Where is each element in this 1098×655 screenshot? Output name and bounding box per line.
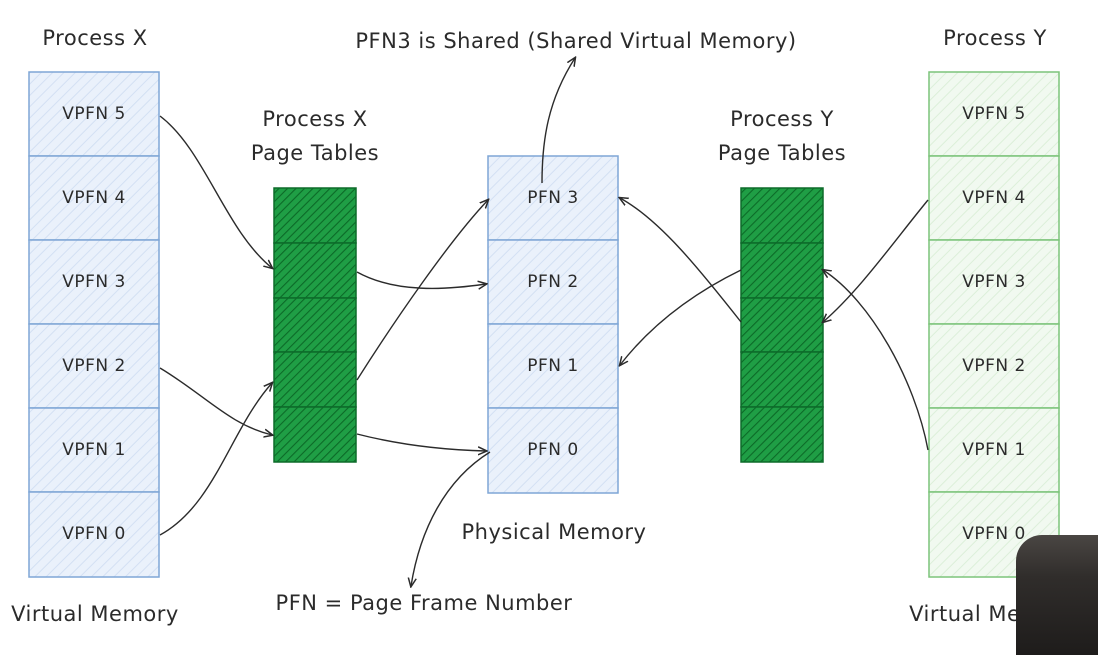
process-x-page-cell xyxy=(28,239,160,325)
process-y-page-label: VPFN 5 xyxy=(962,104,1026,124)
arrow-pfn3-to-shared-note xyxy=(541,58,575,184)
mapping-arrows xyxy=(159,58,929,586)
process-x-page-label: VPFN 0 xyxy=(62,524,126,544)
process-x-virtual-memory-label: Virtual Memory xyxy=(11,602,179,626)
process-y-virtual-memory xyxy=(928,71,1060,578)
arrow-y-pte-to-pfn1 xyxy=(620,269,742,365)
physical-frame-label: PFN 3 xyxy=(527,188,579,208)
arrow-pfn0-to-pfn-note xyxy=(411,451,491,586)
process-y-page-cell xyxy=(928,407,1060,493)
page-table-entry xyxy=(740,406,824,463)
physical-memory-column xyxy=(487,155,619,494)
process-x-page-cell xyxy=(28,491,160,578)
process-y-page-label: VPFN 4 xyxy=(962,188,1026,208)
physical-frame-label: PFN 2 xyxy=(527,272,579,292)
pfn-legend-note: PFN = Page Frame Number xyxy=(275,591,573,615)
process-x-virtual-memory xyxy=(28,71,160,578)
process-x-page-label: VPFN 1 xyxy=(62,440,126,460)
corner-overlay-object xyxy=(1016,535,1098,655)
process-x-page-label: VPFN 3 xyxy=(62,272,126,292)
arrow-y-vpfn4-to-pte xyxy=(823,199,929,322)
arrow-vpfn0-to-pte xyxy=(159,383,272,536)
page-table-entry xyxy=(273,406,357,463)
process-y-page-label: VPFN 0 xyxy=(962,524,1026,544)
page-table-entry xyxy=(273,297,357,353)
shared-note: PFN3 is Shared (Shared Virtual Memory) xyxy=(355,29,797,53)
page-table-entry xyxy=(273,187,357,244)
physical-frame-cell xyxy=(487,323,619,409)
arrow-y-vpfn1-to-pte xyxy=(823,270,929,451)
process-y-page-tables-title-line2: Page Tables xyxy=(717,141,847,165)
physical-frame-label: PFN 0 xyxy=(527,440,579,460)
physical-memory-title: Physical Memory xyxy=(461,520,647,544)
process-x-page-tables-title-line2: Page Tables xyxy=(250,141,380,165)
process-y-page-label: VPFN 1 xyxy=(962,440,1026,460)
process-x-page-label: VPFN 2 xyxy=(62,356,126,376)
arrow-pte-to-pfn2 xyxy=(356,271,486,288)
process-x-page-cell xyxy=(28,71,160,157)
process-y-page-cell xyxy=(928,323,1060,409)
physical-frame-cell xyxy=(487,239,619,325)
page-table-entry xyxy=(740,351,824,408)
process-y-page-tables-title-line1: Process Y xyxy=(730,107,834,131)
arrow-pte-to-pfn3 xyxy=(356,200,488,381)
process-x-page-cell xyxy=(28,323,160,409)
page-table-entry xyxy=(273,351,357,408)
process-y-page-label: VPFN 3 xyxy=(962,272,1026,292)
arrow-vpfn5-to-pte xyxy=(159,115,272,268)
page-table-entry xyxy=(740,187,824,244)
page-table-entry xyxy=(740,242,824,299)
process-x-page-label: VPFN 4 xyxy=(62,188,126,208)
process-y-page-label: VPFN 2 xyxy=(962,356,1026,376)
process-y-page-table xyxy=(740,187,824,463)
arrow-vpfn2-to-pte xyxy=(159,367,272,435)
page-table-entry xyxy=(740,297,824,353)
process-x-title: Process X xyxy=(42,26,148,50)
process-y-page-cell xyxy=(928,155,1060,241)
arrow-pte-to-pfn0 xyxy=(356,433,486,451)
process-x-page-table xyxy=(273,187,357,463)
process-y-title: Process Y xyxy=(943,26,1047,50)
arrow-y-pte-to-pfn3 xyxy=(620,198,742,323)
page-table-entry xyxy=(273,242,357,299)
physical-frame-label: PFN 1 xyxy=(527,356,579,376)
process-x-page-tables-title-line1: Process X xyxy=(262,107,368,131)
process-x-page-cell xyxy=(28,155,160,241)
process-x-page-label: VPFN 5 xyxy=(62,104,126,124)
